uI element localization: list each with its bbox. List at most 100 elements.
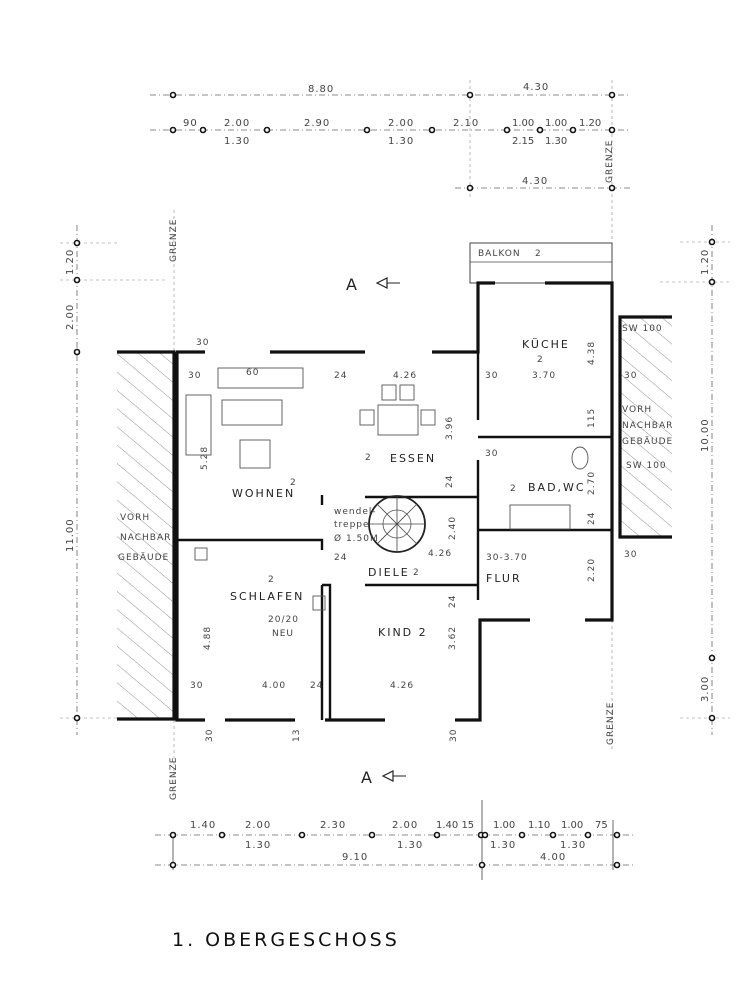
dim-left: 2.00: [65, 304, 76, 330]
room-floor-diele: 2: [413, 568, 420, 578]
dim-seg-lower: 1.30: [560, 840, 586, 851]
dim-right: 10.00: [700, 418, 711, 452]
dim-wall: 30: [624, 371, 637, 381]
dim-seg-lower: 1.30: [545, 136, 567, 147]
room-label-bad: BAD,WC: [528, 481, 586, 494]
dim-total-right-lower: 4.30: [522, 176, 548, 187]
dim-kueche: 4.38: [587, 341, 597, 365]
dim-schlafen: 24: [310, 681, 323, 691]
dim-seg: 2.00: [224, 118, 250, 129]
room-label-diele: DIELE: [368, 566, 410, 579]
dim-diele: 2.40: [448, 516, 458, 540]
wall-spec: SW 100: [622, 324, 663, 334]
dim-kueche: 3.70: [532, 371, 556, 381]
neighbor-label: GEBÄUDE: [118, 552, 169, 563]
dim-total-right: 4.30: [523, 82, 549, 93]
balcony: BALKON 2: [469, 242, 613, 284]
dim-seg: 1.40: [190, 820, 216, 831]
dim-seg-lower: 1.30: [224, 136, 250, 147]
room-floor-essen: 2: [365, 453, 372, 463]
dim-seg-lower: 1.30: [388, 136, 414, 147]
dim-wohnen: 60: [246, 368, 259, 378]
section-label: A: [346, 275, 358, 294]
dim-seg: 1.00: [545, 118, 567, 129]
right-dimension-chain: 1.20 10.00 3.00 GRENZE: [606, 225, 730, 750]
neighbor-label: NACHBAR: [120, 533, 171, 543]
dim-seg-lower: 1.30: [245, 840, 271, 851]
dim-right: 3.00: [700, 676, 711, 702]
dim-seg: 2.00: [388, 118, 414, 129]
room-label-flur: FLUR: [486, 572, 522, 585]
dim-bad: 2.70: [587, 471, 597, 495]
dim-wall: 30: [624, 550, 637, 560]
dim-left: 11.00: [65, 518, 76, 552]
boundary-label-left-bottom: GRENZE: [169, 757, 179, 801]
wall-spec: SW 100: [626, 461, 667, 471]
dim-seg: 2.10: [453, 118, 479, 129]
room-floor-kueche: 2: [537, 355, 544, 365]
arrow-left-icon: [381, 770, 394, 782]
section-marker-top: A: [346, 275, 400, 294]
boundary-label-top: GRENZE: [605, 140, 615, 184]
room-label-wohnen: WOHNEN: [232, 487, 295, 500]
dim-seg-lower: 2.15: [512, 136, 534, 147]
dim-essen: 4.26: [393, 371, 417, 381]
dim-diele: 4.26: [428, 549, 452, 559]
dim-seg: 2.00: [245, 820, 271, 831]
room-label-kind: KIND 2: [378, 626, 428, 639]
dim-kueche: 30: [485, 371, 498, 381]
dim-total-left: 8.80: [308, 84, 334, 95]
dim-seg: 1.10: [528, 820, 550, 831]
dim-flur: 30-3.70: [486, 553, 528, 563]
dim-kind: 4.26: [390, 681, 414, 691]
section-marker-bottom: A: [361, 768, 406, 787]
dim-seg: 2.90: [304, 118, 330, 129]
dim-wall: 30: [205, 729, 215, 742]
neighbor-label: GEBÄUDE: [622, 436, 673, 447]
dim-essen: 24: [445, 475, 455, 488]
room-floor-wohnen: 2: [290, 478, 297, 488]
dim-diele: 24: [334, 553, 347, 563]
wall-thickness-labels: 30 30 30 30 24 13 30 30: [188, 338, 637, 742]
dim-seg: 2.30: [320, 820, 346, 831]
room-floor-bad: 2: [510, 484, 517, 494]
neighbor-building-left: VORH NACHBAR GEBÄUDE: [117, 350, 176, 721]
chimney-label: NEU: [272, 629, 294, 639]
dim-wall: 30: [188, 371, 201, 381]
stair-label: Ø 1.50M: [334, 533, 379, 544]
stair-label: wendel-: [334, 507, 377, 517]
boundary-label-right: GRENZE: [606, 702, 616, 746]
spiral-stair: wendel- treppe Ø 1.50M: [334, 495, 426, 553]
room-floor-balkon: 2: [535, 249, 542, 259]
dim-wall: 30: [449, 729, 459, 742]
dim-wall: 24: [334, 371, 347, 381]
dim-kind: 24: [448, 595, 458, 608]
dim-kind: 3.62: [448, 626, 458, 650]
dim-seg: 1.00: [493, 820, 515, 831]
neighbor-label: NACHBAR: [622, 421, 673, 431]
dim-wall: 13: [292, 729, 302, 742]
dim-left: 1.20: [65, 249, 76, 275]
dim-seg-lower: 1.30: [490, 840, 516, 851]
dim-wohnen: 5.28: [200, 446, 210, 470]
dim-bad: 30: [485, 449, 498, 459]
chimney-label: 20/20: [268, 615, 299, 625]
dim-seg: 1.00: [561, 820, 583, 831]
dim-right: 1.20: [700, 249, 711, 275]
dim-seg: 90: [183, 118, 198, 129]
dim-bad: 24: [587, 512, 597, 525]
bottom-dimension-chain: 1.40 2.00 2.30 2.00 1.40 15 1.00 1.10 1.…: [155, 800, 635, 880]
dim-schlafen: 4.00: [262, 681, 286, 691]
page-title: 1. OBERGESCHOSS: [172, 929, 400, 951]
room-label-balkon: BALKON: [478, 249, 521, 259]
arrow-left-icon: [375, 277, 388, 289]
dim-seg: 1.00: [512, 118, 534, 129]
room-label-kueche: KÜCHE: [522, 338, 570, 351]
dim-seg: 2.00: [392, 820, 418, 831]
dim-flur: 2.20: [587, 558, 597, 582]
dim-schlafen: 4.88: [203, 626, 213, 650]
dim-schlafen: 30: [190, 681, 203, 691]
room-labels: WOHNEN 2 5.28 60 ESSEN 2 4.26 3.96 24 DI…: [190, 338, 597, 691]
top-dimension-chain: 8.80 4.30 4.30 90 2.00 2.90 2.00 2.10 1.…: [150, 80, 630, 240]
